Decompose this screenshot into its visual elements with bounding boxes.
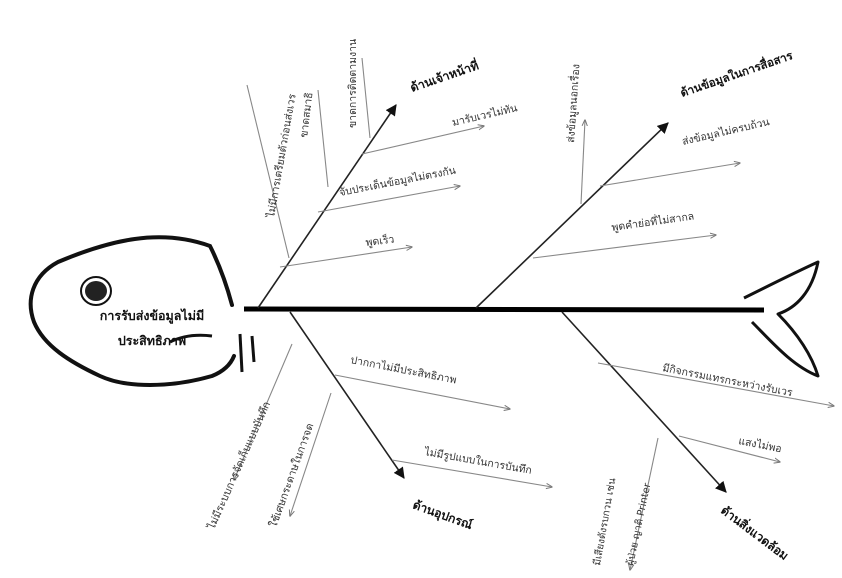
cause-label: พูดเร็ว: [365, 232, 395, 249]
head-text-line2: ประสิทธิภาพ: [118, 333, 186, 348]
cause-label: ไม่มีการเตรียมตัวก่อนส่งเวร: [264, 92, 299, 219]
category-environment: ด้านสิ่งแวดล้อม: [718, 502, 792, 563]
sub-bone: [391, 459, 552, 487]
fish-eye: [85, 281, 107, 301]
cause-label: ส่งข้อมูลนอกเรื่อง: [563, 64, 582, 144]
sub-bone: [597, 362, 834, 406]
cause-label: ขาดการติดตามงาน: [347, 39, 359, 128]
category-staff: ด้านเจ้าหน้าที่: [408, 56, 481, 94]
cause-label: ส่งข้อมูลไม่ครบถ้วน: [681, 115, 771, 148]
fish-gill-mark: [238, 333, 244, 373]
sub-bone: [599, 163, 740, 187]
fish-eye-ring: [80, 276, 112, 306]
cause-label: พูดคำย่อที่ไม่สากล: [610, 209, 694, 234]
sub-bone: [234, 343, 293, 480]
cause-label: มารับเวรไม่ทัน: [451, 101, 519, 129]
sub-bone: [317, 89, 329, 188]
cause-label: ไม่มีรูปแบบในการบันทึก: [422, 445, 532, 477]
sub-bone: [361, 126, 484, 155]
sub-bone: [317, 186, 460, 213]
fish-head-outline: [28, 235, 236, 387]
cause-label: มีกิจกรรมแทรกระหว่างรับเวร: [661, 361, 794, 399]
cause-label: จับประเด็นข้อมูลไม่ตรงกัน: [338, 163, 457, 199]
sub-bone: [630, 437, 659, 570]
sub-bone: [246, 84, 290, 259]
cause-label: แสงไม่พอ: [737, 434, 782, 455]
sub-bone: [532, 235, 716, 259]
bone-staff: [257, 104, 397, 309]
bone-equipment: [289, 311, 405, 479]
fish-spine: [243, 306, 765, 313]
category-info: ด้านข้อมูลในการสื่อสาร: [678, 46, 796, 101]
cause-label: มีเสียงดังรบกวน เช่น: [591, 477, 618, 567]
cause-label: ผู้ป่วย ญาติ Printer: [624, 481, 653, 566]
bone-environment: [561, 311, 727, 493]
sub-bone: [290, 392, 332, 516]
sub-bone: [678, 435, 780, 462]
sub-bone: [334, 374, 510, 409]
sub-bone: [580, 120, 585, 205]
fish-gill-mark: [250, 335, 256, 363]
cause-label: ขาดสมาธิ: [298, 92, 315, 139]
head-text-line1: การรับส่งข้อมูลไม่มี: [100, 308, 204, 324]
fish-tail: [743, 260, 820, 378]
bone-info: [475, 122, 669, 309]
fish-mouth-line: [169, 333, 213, 344]
sub-bone: [361, 57, 371, 139]
sub-bone: [279, 247, 412, 268]
cause-label: ไม่มีระบบการจัดเก็บแบบบันทึก: [204, 399, 274, 532]
category-equipment: ด้านอุปกรณ์: [411, 498, 475, 533]
